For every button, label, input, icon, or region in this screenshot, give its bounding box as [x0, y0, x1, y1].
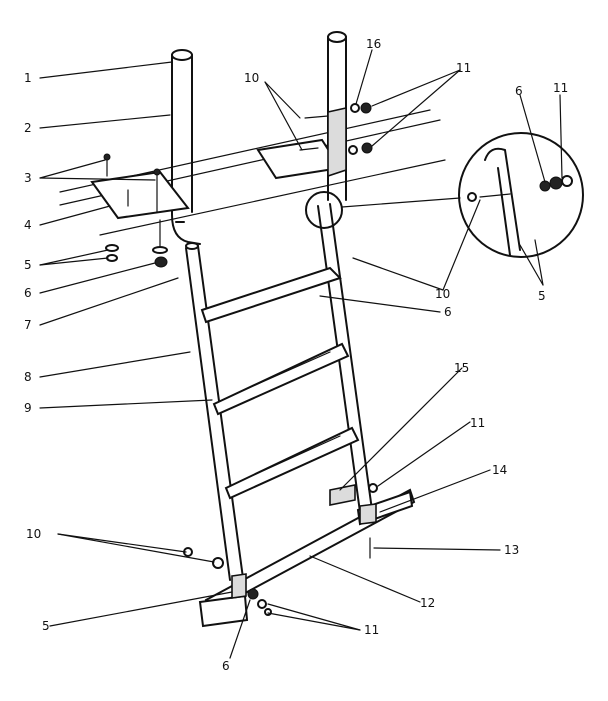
callout-5: 5: [24, 258, 32, 272]
callout-labels: 1 2 3 4 5 6 7 8 9 10 10 10 16 11 6 11 5 …: [24, 37, 568, 673]
right-mounting-plate: [256, 107, 347, 180]
callout-5-detail: 5: [538, 289, 546, 303]
callout-11-bottom: 11: [364, 623, 379, 637]
callout-13: 13: [504, 543, 519, 557]
callout-4: 4: [24, 218, 32, 232]
callout-6: 6: [24, 286, 32, 300]
callout-8: 8: [24, 370, 32, 384]
leader-lines: [39, 49, 563, 659]
callout-12: 12: [420, 596, 435, 610]
callout-3: 3: [24, 171, 32, 185]
callout-11-top: 11: [456, 61, 471, 75]
callout-6-mid: 6: [444, 305, 452, 319]
callout-16: 16: [366, 37, 381, 51]
callout-7: 7: [24, 318, 32, 332]
callout-10-mid: 10: [435, 287, 450, 301]
detail-circle: [305, 132, 584, 258]
callout-10-top: 10: [244, 71, 259, 85]
callout-15: 15: [454, 361, 469, 375]
callout-14: 14: [492, 463, 507, 477]
callout-5-bottom: 5: [42, 619, 50, 633]
callout-6-bottom: 6: [222, 659, 230, 673]
left-handrail: [171, 49, 201, 245]
left-mounting-plate: [90, 153, 190, 220]
callout-11-right: 11: [470, 416, 485, 430]
base-assembly: [183, 483, 416, 628]
callout-11-detail: 11: [553, 81, 568, 95]
ladder-stringers: [185, 203, 373, 581]
callout-1: 1: [24, 71, 32, 85]
callout-6-detail: 6: [515, 84, 523, 98]
top-right-hardware: [348, 102, 373, 155]
left-hardware: [105, 219, 168, 268]
callout-2: 2: [24, 121, 32, 135]
ladder-treads: [200, 266, 360, 500]
callout-10-bottom: 10: [26, 527, 41, 541]
callout-9: 9: [24, 401, 32, 415]
